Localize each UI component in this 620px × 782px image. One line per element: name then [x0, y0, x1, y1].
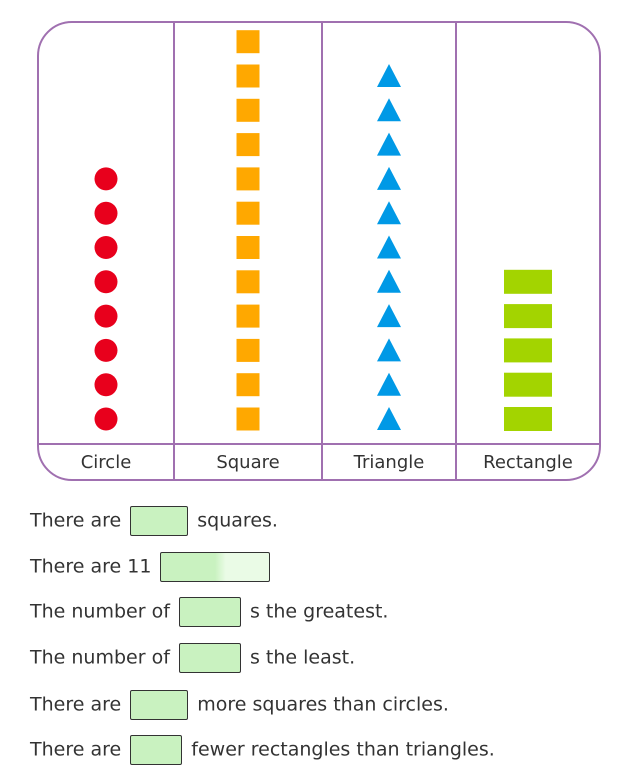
triangle-symbol-6 — [377, 235, 401, 259]
category-label-circle: Circle — [81, 452, 132, 473]
triangle-symbol-11 — [377, 64, 401, 87]
square-symbol-2 — [236, 373, 260, 397]
rectangle-symbol-5 — [504, 269, 552, 294]
question-greatest: The number of s the greatest. — [30, 594, 388, 628]
question-text-after: more squares than circles. — [197, 693, 449, 716]
pictograph-chart: Circle Square Triangle Rectangle — [37, 21, 601, 481]
question-text-before: The number of — [30, 646, 170, 669]
triangle-symbol-4 — [377, 304, 401, 328]
question-fewer-rectangles: There are fewer rectangles than triangle… — [30, 732, 495, 766]
question-text-before: The number of — [30, 600, 170, 623]
question-least: The number of s the least. — [30, 640, 355, 674]
series-column-triangle — [377, 64, 401, 430]
rectangle-symbol-2 — [504, 372, 552, 397]
question-text-after: s the greatest. — [249, 600, 389, 623]
series-column-circle — [94, 167, 118, 431]
square-symbol-6 — [236, 236, 260, 259]
answer-box-fewer-rectangles[interactable] — [130, 734, 183, 765]
square-symbol-12 — [236, 30, 260, 54]
circle-symbol-5 — [94, 270, 118, 294]
question-text-before: There are — [30, 738, 122, 761]
square-symbol-4 — [236, 304, 260, 328]
square-symbol-1 — [236, 407, 260, 431]
square-symbol-9 — [236, 133, 260, 157]
question-text-before: There are 11 — [30, 555, 152, 578]
question-squares-count: There are squares. — [30, 503, 278, 537]
triangle-symbol-3 — [377, 338, 401, 362]
triangle-symbol-5 — [377, 269, 401, 293]
circle-symbol-4 — [94, 304, 118, 328]
question-more-squares: There are more squares than circles. — [30, 687, 449, 721]
category-label-square: Square — [216, 452, 279, 473]
answer-box-more-squares[interactable] — [130, 689, 189, 720]
question-text-after: s the least. — [249, 646, 356, 669]
rectangle-symbol-3 — [504, 338, 552, 363]
question-eleven-shape: There are 11 — [30, 549, 273, 583]
series-column-rectangle — [504, 269, 552, 431]
rectangle-symbol-4 — [504, 304, 552, 329]
question-text-after: fewer rectangles than triangles. — [191, 738, 495, 761]
triangle-symbol-9 — [377, 132, 401, 156]
triangle-symbol-2 — [377, 372, 401, 396]
answer-box-eleven-shape[interactable] — [160, 551, 271, 582]
question-text-after: squares. — [197, 509, 278, 532]
square-symbol-7 — [236, 201, 260, 225]
answer-box-squares-count[interactable] — [130, 505, 189, 536]
square-symbol-8 — [236, 167, 260, 191]
circle-symbol-3 — [94, 338, 118, 362]
circle-symbol-1 — [94, 407, 118, 431]
circle-symbol-2 — [94, 373, 118, 397]
triangle-symbol-8 — [377, 166, 401, 190]
square-symbol-10 — [236, 98, 260, 122]
category-label-rectangle: Rectangle — [483, 452, 573, 473]
answer-box-least[interactable] — [178, 642, 241, 673]
question-text-before: There are — [30, 693, 122, 716]
triangle-symbol-1 — [377, 407, 401, 430]
square-symbol-3 — [236, 338, 260, 362]
category-label-triangle: Triangle — [353, 452, 425, 473]
triangle-symbol-7 — [377, 201, 401, 225]
question-text-before: There are — [30, 509, 122, 532]
square-symbol-11 — [236, 64, 260, 88]
circle-symbol-7 — [94, 201, 118, 225]
square-symbol-5 — [236, 270, 260, 294]
answer-box-greatest[interactable] — [178, 596, 241, 627]
circle-symbol-6 — [94, 236, 118, 259]
series-column-square — [236, 30, 260, 431]
triangle-symbol-10 — [377, 98, 401, 122]
chart-frame — [37, 21, 601, 481]
circle-symbol-8 — [94, 167, 118, 191]
rectangle-symbol-1 — [504, 407, 552, 431]
